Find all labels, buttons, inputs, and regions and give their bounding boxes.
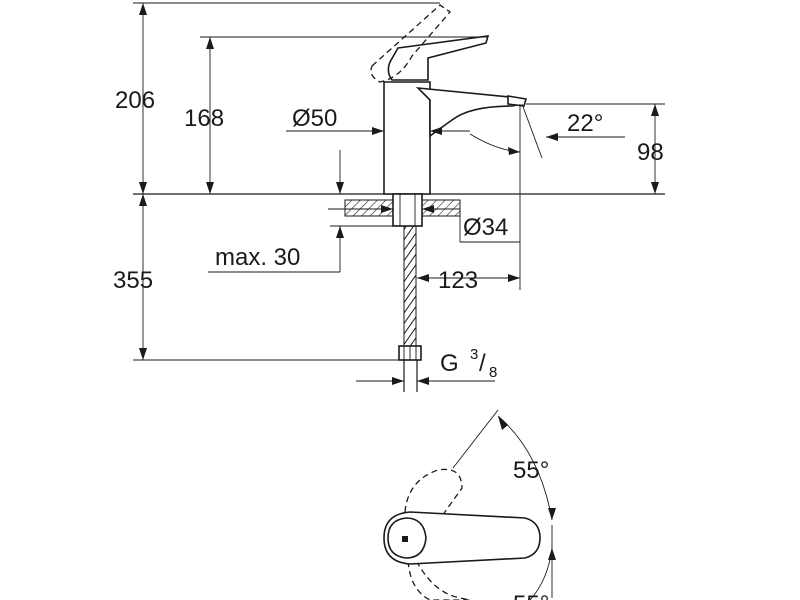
supply-hose <box>403 225 417 347</box>
label-body-diameter: Ø50 <box>292 105 337 132</box>
label-hose-length: 355 <box>113 267 153 294</box>
top-view: 55° 55° <box>383 409 556 600</box>
label-thread: G <box>440 350 459 377</box>
lever-rotated-right-outline <box>407 550 471 600</box>
label-spout-angle: 22° <box>567 110 603 137</box>
label-reach: 123 <box>438 267 478 294</box>
lever-top-view <box>383 511 541 565</box>
aerator <box>507 95 528 107</box>
label-lever-angle-bottom: 55° <box>513 591 549 600</box>
label-thread-num: 3 <box>470 346 478 363</box>
mounting-stud <box>392 193 423 227</box>
label-lever-angle-top: 55° <box>513 457 549 484</box>
label-thread-slash: / <box>479 350 486 377</box>
label-outlet-height: 98 <box>637 139 664 166</box>
lever-handle <box>387 35 490 81</box>
label-max-deck: max. 30 <box>215 244 300 271</box>
label-total-height: 206 <box>115 87 155 114</box>
faucet-spout <box>415 86 523 138</box>
label-thread-den: 8 <box>489 364 497 381</box>
label-spout-height: 168 <box>184 105 224 132</box>
side-view: 206 168 Ø50 22° 98 Ø34 max. 30 123 355 G… <box>113 2 665 392</box>
lever-raised-outline <box>370 4 451 83</box>
faucet-body <box>383 81 431 195</box>
lever-indicator <box>402 536 408 542</box>
label-hole-diameter: Ø34 <box>463 214 508 241</box>
